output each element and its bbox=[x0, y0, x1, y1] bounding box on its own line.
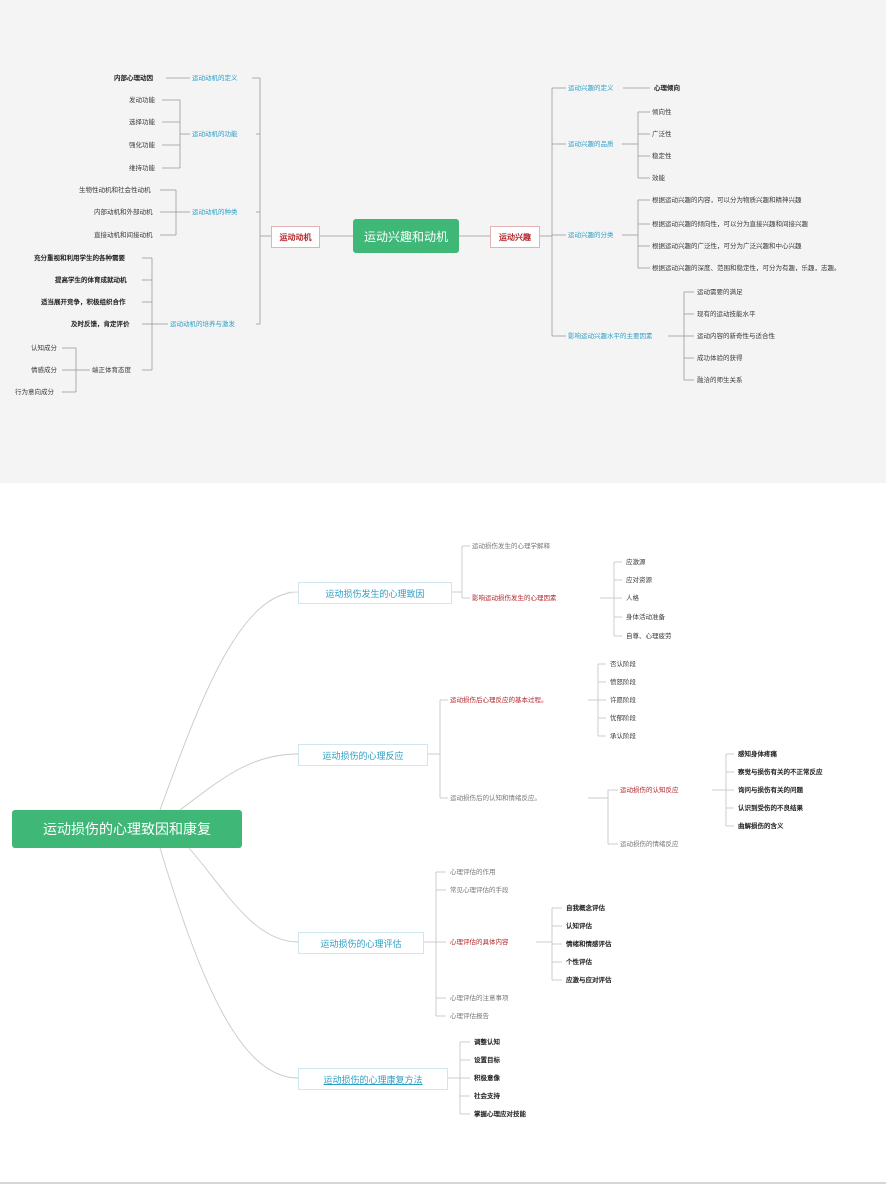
root-topic-label: 运动损伤的心理致因和康复 bbox=[43, 822, 211, 838]
reaction-basic-label: 运动损伤后心理反应的基本过程。 bbox=[450, 696, 548, 704]
reaction-stage-item: 承认阶段 bbox=[610, 732, 636, 740]
attitude-item: 情感成分 bbox=[31, 366, 57, 374]
interest-definition-item: 心理倾向 bbox=[654, 84, 680, 92]
reaction-stage-item: 许愿阶段 bbox=[610, 696, 636, 704]
branch-assessment-label: 运动损伤的心理评估 bbox=[320, 939, 402, 950]
rehab-item: 调整认知 bbox=[474, 1038, 500, 1046]
reaction-stage-item: 否认阶段 bbox=[610, 660, 636, 668]
assessment-content-item: 应激与应对评估 bbox=[566, 976, 612, 984]
cause-factor-item: 应对资源 bbox=[626, 576, 652, 584]
quality-item: 稳定性 bbox=[652, 152, 672, 160]
branch-rehab-label: 运动损伤的心理康复方法 bbox=[323, 1075, 423, 1086]
reaction-stage-item: 愤怒阶段 bbox=[610, 678, 636, 686]
rehab-item: 掌握心理应对技能 bbox=[474, 1110, 526, 1118]
branch-reactions-label: 运动损伤的心理反应 bbox=[322, 751, 404, 762]
type-item: 生物性动机和社会性动机 bbox=[79, 186, 151, 194]
factor-item: 成功体验的获得 bbox=[697, 354, 743, 362]
function-item: 发动功能 bbox=[129, 96, 155, 104]
type-item: 内部动机和外部动机 bbox=[94, 208, 153, 216]
reaction-cognitive-emotional-label: 运动损伤后的认知和情绪反应。 bbox=[450, 794, 541, 802]
main-node-motivation: 运动动机 bbox=[271, 226, 320, 248]
motivation-definition-label: 运动动机的定义 bbox=[192, 74, 238, 82]
assessment-content-item: 情绪和情感评估 bbox=[566, 940, 612, 948]
assessment-content-label: 心理评估的具体内容 bbox=[450, 938, 509, 946]
rehab-item: 社会支持 bbox=[474, 1092, 500, 1100]
factor-item: 融洽的师生关系 bbox=[697, 376, 743, 384]
reaction-stage-item: 忧郁阶段 bbox=[610, 714, 636, 722]
factor-item: 运动内容的新奇性与适合性 bbox=[697, 332, 775, 340]
rehab-item: 设置目标 bbox=[474, 1056, 500, 1064]
assessment-item: 常见心理评估的手段 bbox=[450, 886, 509, 894]
cognitive-reaction-item: 察觉与损伤有关的不正常反应 bbox=[738, 768, 823, 776]
assessment-content-item: 个性评估 bbox=[566, 958, 592, 966]
main-node-interest: 运动兴趣 bbox=[490, 226, 540, 248]
classification-item: 根据运动兴趣的内容，可以分为物质兴趣和精神兴趣 bbox=[652, 196, 802, 204]
center-topic-label: 运动兴趣和动机 bbox=[363, 229, 448, 244]
cause-factor-item: 自尊、心理疲劳 bbox=[626, 632, 672, 640]
assessment-item: 心理评估报告 bbox=[450, 1012, 489, 1020]
motivation-types-label: 运动动机的种类 bbox=[192, 208, 238, 216]
assessment-content-item: 自我概念评估 bbox=[566, 904, 605, 912]
quality-item: 效能 bbox=[652, 174, 665, 182]
attitude-item: 行为意向成分 bbox=[15, 388, 54, 396]
attitude-item: 认知成分 bbox=[31, 344, 57, 352]
root-topic: 运动损伤的心理致因和康复 bbox=[12, 810, 242, 848]
classification-item: 根据运动兴趣的广泛性，可分为广泛兴趣和中心兴趣 bbox=[652, 242, 802, 250]
main-node-interest-label: 运动兴趣 bbox=[499, 232, 531, 242]
cognitive-reaction-label: 运动损伤的认知反应 bbox=[620, 786, 679, 794]
motivation-definition-item: 内部心理动因 bbox=[114, 74, 153, 82]
cognitive-reaction-item: 感知身体疼痛 bbox=[738, 750, 777, 758]
interest-definition-label: 运动兴趣的定义 bbox=[568, 84, 614, 92]
motivation-cultivation-label: 运动动机的培养与激发 bbox=[170, 320, 235, 328]
assessment-item: 心理评估的作用 bbox=[450, 868, 496, 876]
center-topic: 运动兴趣和动机 bbox=[353, 219, 459, 253]
function-item: 强化功能 bbox=[129, 141, 155, 149]
cognitive-reaction-item: 询问与损伤有关的问题 bbox=[738, 786, 803, 794]
cultivation-item: 及时反馈，肯定评价 bbox=[71, 320, 130, 328]
branch-reactions: 运动损伤的心理反应 bbox=[298, 744, 428, 766]
attitude-label: 端正体育态度 bbox=[92, 366, 131, 374]
cultivation-item: 充分重视和利用学生的各种需要 bbox=[34, 254, 125, 262]
function-item: 选择功能 bbox=[129, 118, 155, 126]
cultivation-item: 适当展开竞争，积极组织合作 bbox=[41, 298, 126, 306]
interest-classification-label: 运动兴趣的分类 bbox=[568, 231, 614, 239]
assessment-content-item: 认知评估 bbox=[566, 922, 592, 930]
classification-item: 根据运动兴趣的深度、范围和稳定性，可分为有趣，乐趣，志趣。 bbox=[652, 264, 841, 272]
assessment-item: 心理评估的注意事项 bbox=[450, 994, 509, 1002]
motivation-functions-label: 运动动机的功能 bbox=[192, 130, 238, 138]
emotional-reaction-label: 运动损伤的情绪反应 bbox=[620, 840, 679, 848]
branch-causes-label: 运动损伤发生的心理致因 bbox=[325, 589, 425, 600]
quality-item: 倾向性 bbox=[652, 108, 672, 116]
cognitive-reaction-item: 曲解损伤的含义 bbox=[738, 822, 784, 830]
interest-factors-label: 影响运动兴趣水平的主要因素 bbox=[568, 332, 653, 340]
cause-factor-item: 身体活动准备 bbox=[626, 613, 665, 621]
branch-causes: 运动损伤发生的心理致因 bbox=[298, 582, 452, 604]
quality-item: 广泛性 bbox=[652, 130, 672, 138]
cultivation-item: 提高学生的体育成就动机 bbox=[55, 276, 127, 284]
causes-factors-label: 影响运动损伤发生的心理因素 bbox=[472, 594, 557, 602]
function-item: 维持功能 bbox=[129, 164, 155, 172]
factor-item: 运动需要的满足 bbox=[697, 288, 743, 296]
classification-item: 根据运动兴趣的倾向性，可以分为直接兴趣和间接兴趣 bbox=[652, 220, 808, 228]
cause-factor-item: 应激源 bbox=[626, 558, 646, 566]
causes-sub-item: 运动损伤发生的心理学解释 bbox=[472, 542, 550, 550]
branch-assessment: 运动损伤的心理评估 bbox=[298, 932, 424, 954]
type-item: 直接动机和间接动机 bbox=[94, 231, 153, 239]
rehab-item: 积极意像 bbox=[474, 1074, 500, 1082]
factor-item: 现有的运动技能水平 bbox=[697, 310, 756, 318]
interest-qualities-label: 运动兴趣的品质 bbox=[568, 140, 614, 148]
branch-rehab: 运动损伤的心理康复方法 bbox=[298, 1068, 448, 1090]
cognitive-reaction-item: 认识到受伤的不良结果 bbox=[738, 804, 803, 812]
bottom-divider bbox=[0, 1182, 886, 1184]
cause-factor-item: 人格 bbox=[626, 594, 639, 602]
main-node-motivation-label: 运动动机 bbox=[279, 232, 312, 242]
